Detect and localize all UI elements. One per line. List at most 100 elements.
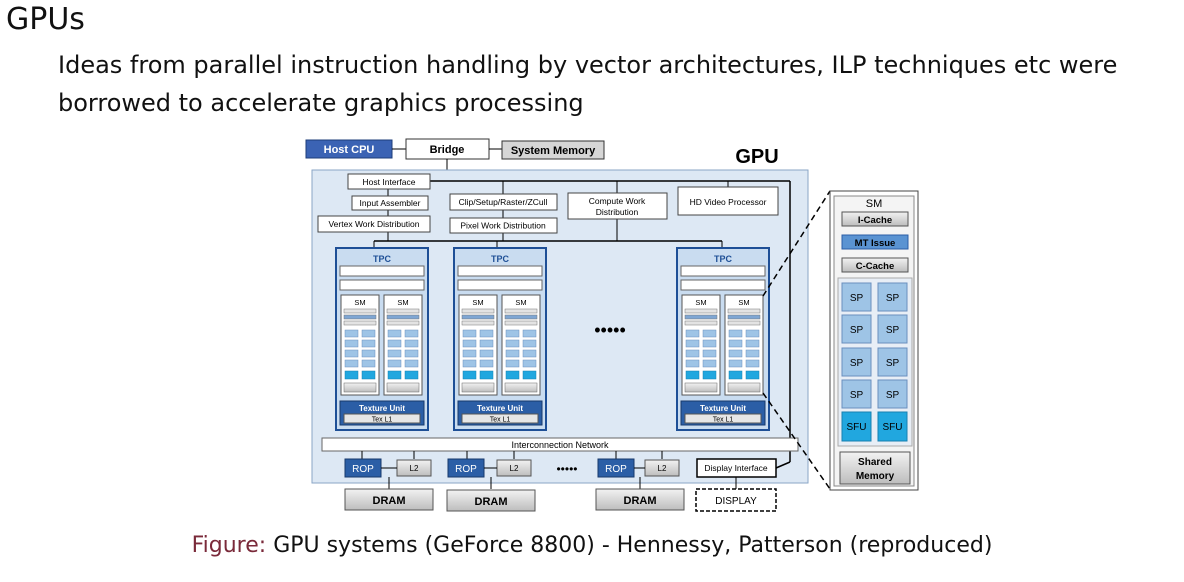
sm-block: SM — [681, 294, 721, 396]
sm-block: SM — [340, 294, 380, 396]
sp-label: SP — [850, 293, 864, 304]
sp-unit — [877, 347, 908, 377]
sm-label: SM — [738, 298, 749, 307]
sp-unit — [877, 282, 908, 312]
hd-video-label: HD Video Processor — [690, 197, 767, 207]
dram-label: DRAM — [624, 495, 657, 507]
dram-box — [344, 488, 434, 511]
interconnect-box — [321, 437, 799, 452]
interconnect-label: Interconnection Network — [511, 440, 609, 450]
rop-label: ROP — [605, 464, 627, 475]
sm-detail-title: SM — [866, 198, 883, 210]
sp-unit — [841, 347, 872, 377]
pixel-work-label: Pixel Work Distribution — [460, 221, 546, 231]
sfu-label: SFU — [847, 422, 867, 433]
l2-label: L2 — [658, 464, 667, 473]
ccache-label: C-Cache — [856, 261, 895, 272]
memory-partition-2: ROP L2 — [447, 451, 532, 489]
l2-label: L2 — [510, 464, 519, 473]
sp-unit — [841, 314, 872, 344]
display-label: DISPLAY — [715, 496, 757, 507]
mt-issue-box — [841, 234, 909, 250]
tpc-ellipsis: ••••• — [594, 320, 626, 340]
compute-work-label-2: Distribution — [596, 207, 639, 217]
sm-block: SM — [383, 294, 423, 396]
memory-partition-3: ROP L2 — [597, 451, 680, 489]
bridge-label: Bridge — [430, 144, 465, 156]
sp-unit — [841, 282, 872, 312]
sp-label: SP — [850, 358, 864, 369]
sp-unit — [877, 379, 908, 409]
caption-text: GPU systems (GeForce 8800) - Hennessy, P… — [273, 533, 993, 558]
host-interface-box — [347, 173, 431, 190]
dram-label: DRAM — [475, 496, 508, 508]
dram-box — [595, 488, 685, 511]
vertex-work-box — [317, 215, 431, 233]
shared-memory-label-2: Memory — [856, 471, 895, 482]
sm-detail-panel: SM I-Cache MT Issue C-Cache SP SP SP SP … — [829, 190, 919, 491]
sfu-unit — [877, 411, 908, 442]
vertex-work-label: Vertex Work Distribution — [328, 219, 419, 229]
sm-block-highlighted: SM — [724, 294, 764, 396]
display-interface-label: Display Interface — [704, 463, 768, 473]
dram-label: DRAM — [373, 495, 406, 507]
pixel-work-box — [449, 217, 558, 234]
tpc-cluster-3: TPC SM SM — [676, 247, 770, 431]
tpc-label: TPC — [373, 254, 392, 264]
clip-setup-box — [449, 193, 558, 211]
shared-memory-label-1: Shared — [858, 457, 892, 468]
compute-work-label-1: Compute Work — [589, 196, 646, 206]
tpc-label: TPC — [491, 254, 510, 264]
sm-block: SM — [458, 294, 498, 396]
shared-memory-box — [839, 451, 911, 485]
sm-label: SM — [472, 298, 483, 307]
sp-label: SP — [886, 358, 900, 369]
tpc-label: TPC — [714, 254, 733, 264]
figure-caption: Figure: GPU systems (GeForce 8800) - Hen… — [0, 533, 1184, 558]
sm-label: SM — [397, 298, 408, 307]
sp-unit — [877, 314, 908, 344]
input-assembler-label: Input Assembler — [360, 198, 421, 208]
texture-unit-label: Texture Unit — [477, 404, 523, 413]
display-box — [695, 488, 777, 512]
compute-work-box — [567, 192, 668, 220]
sp-label: SP — [850, 390, 864, 401]
tpc-cluster-1: TPC SM SM — [335, 247, 429, 431]
sfu-unit — [841, 411, 872, 442]
sp-label: SP — [886, 293, 900, 304]
l2-label: L2 — [410, 464, 419, 473]
tex-l1-label: Tex L1 — [372, 417, 393, 424]
input-assembler-box — [351, 195, 429, 211]
host-cpu-label: Host CPU — [324, 144, 375, 156]
hd-video-box — [677, 186, 779, 216]
memory-partition-1: ROP L2 — [344, 451, 432, 489]
tex-l1-label: Tex L1 — [713, 417, 734, 424]
partition-ellipsis: ••••• — [556, 462, 577, 476]
tex-l1-label: Tex L1 — [490, 417, 511, 424]
gpu-label: GPU — [735, 146, 778, 168]
icache-box — [841, 211, 909, 227]
sp-label: SP — [886, 390, 900, 401]
slide-title: GPUs — [6, 2, 85, 37]
texture-unit-label: Texture Unit — [700, 404, 746, 413]
mt-issue-label: MT Issue — [855, 238, 896, 249]
sp-label: SP — [886, 325, 900, 336]
rop-label: ROP — [352, 464, 374, 475]
system-memory-label: System Memory — [511, 145, 596, 157]
system-memory-box — [501, 140, 605, 160]
slide-body-text: Ideas from parallel instruction handling… — [58, 51, 1118, 117]
sp-unit — [841, 379, 872, 409]
rop-label: ROP — [455, 464, 477, 475]
tpc-cluster-2: TPC SM SM — [453, 247, 547, 431]
texture-unit-label: Texture Unit — [359, 404, 405, 413]
caption-label: Figure: — [191, 533, 267, 558]
sm-block: SM — [501, 294, 541, 396]
sm-label: SM — [354, 298, 365, 307]
sm-label: SM — [515, 298, 526, 307]
sp-label: SP — [850, 325, 864, 336]
dram-box — [446, 489, 536, 512]
clip-setup-label: Clip/Setup/Raster/ZCull — [459, 197, 548, 207]
ccache-box — [841, 257, 909, 273]
icache-label: I-Cache — [858, 215, 892, 226]
